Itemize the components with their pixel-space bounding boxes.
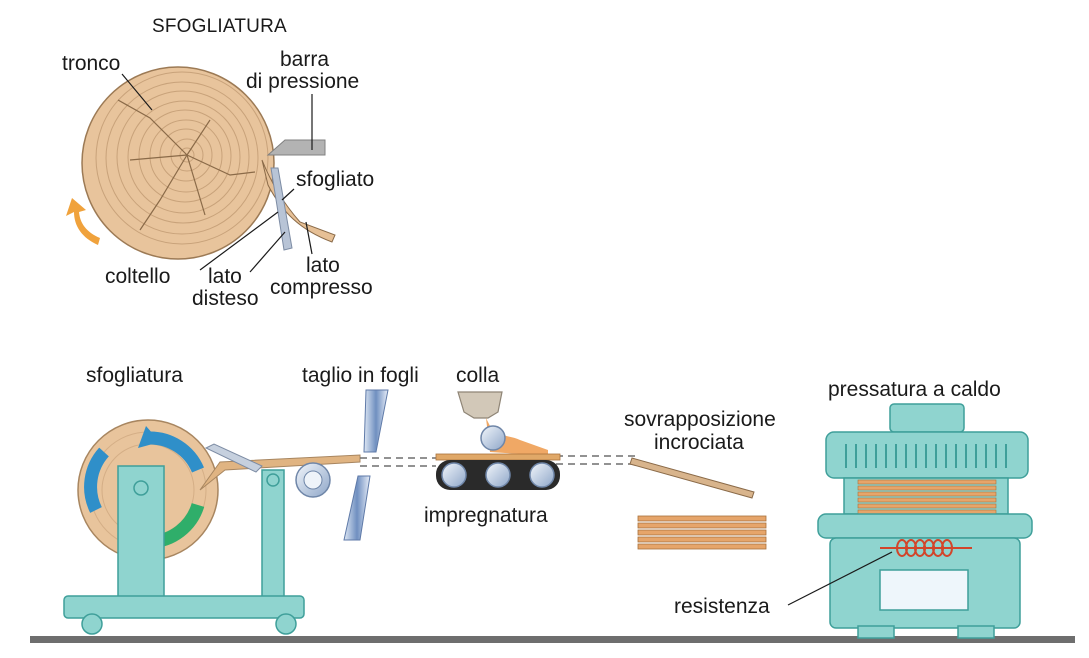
label-taglio: taglio in fogli	[302, 364, 419, 387]
label-di-pressione: di pressione	[246, 70, 359, 93]
label-incrociata: incrociata	[654, 431, 744, 454]
guide-rollers	[296, 463, 330, 497]
hot-press	[818, 404, 1032, 638]
label-lato-disteso-1: lato	[208, 265, 242, 288]
label-lato-compresso-1: lato	[306, 254, 340, 277]
log-cross-section	[82, 67, 274, 259]
label-tronco: tronco	[62, 52, 120, 75]
label-lato-disteso-2: disteso	[192, 287, 259, 310]
cross-lay-sheets	[630, 458, 766, 549]
floor-line	[30, 636, 1075, 643]
label-colla: colla	[456, 364, 500, 387]
label-sfogliato: sfogliato	[296, 168, 374, 191]
top-title: SFOGLIATURA	[152, 16, 287, 37]
label-lato-compresso-2: compresso	[270, 276, 373, 299]
label-impregnatura: impregnatura	[424, 504, 548, 527]
cutting-blades	[344, 390, 388, 540]
label-sovrapposizione: sovrapposizione	[624, 408, 776, 431]
label-pressatura: pressatura a caldo	[828, 378, 1001, 401]
label-coltello: coltello	[105, 265, 170, 288]
glue-station	[436, 392, 560, 490]
label-resistenza: resistenza	[674, 595, 770, 618]
label-barra: barra	[280, 48, 329, 71]
label-sfogliatura: sfogliatura	[86, 364, 183, 387]
pressure-bar	[268, 140, 325, 155]
peeling-machine	[64, 420, 360, 634]
